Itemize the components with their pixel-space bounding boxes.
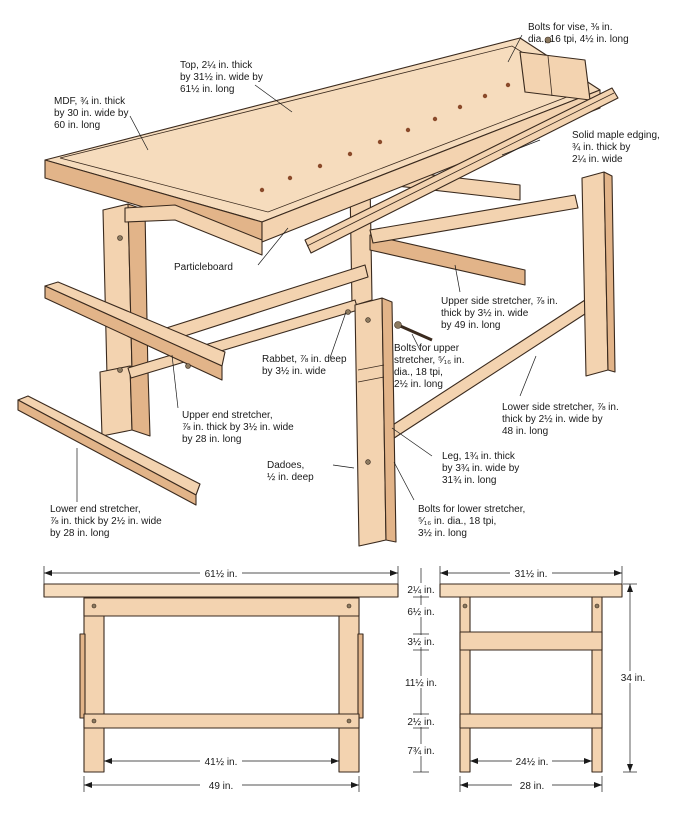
- callout-bolts-vise: Bolts for vise, ⅜ in. dia., 16 tpi, 4½ i…: [528, 22, 629, 45]
- callout-line: Particleboard: [174, 262, 233, 273]
- callout-bolts-upper: Bolts for upper stretcher, ⁵⁄₁₆ in. dia.…: [394, 343, 464, 390]
- callout-line: ⅞ in. thick by 3½ in. wide: [182, 422, 294, 433]
- callout-line: dia., 18 tpi,: [394, 367, 443, 378]
- callout-line: Dadoes,: [267, 460, 304, 471]
- dim-v-gap1: 6½ in.: [407, 607, 434, 618]
- maple-edging: [304, 87, 619, 254]
- callout-dadoes: Dadoes, ½ in. deep: [267, 460, 314, 483]
- callout-line: 3½ in. long: [418, 528, 467, 539]
- side-stretchers: [127, 194, 589, 443]
- right-rear-leg: [581, 171, 616, 377]
- dim-v-top: 2¼ in.: [407, 584, 434, 596]
- vise-bolt-head: [544, 36, 552, 44]
- callout-upper-end-stretcher: Upper end stretcher, ⅞ in. thick by 3½ i…: [182, 410, 294, 445]
- dim-side-base: 28 in.: [520, 781, 544, 792]
- leaders: [76, 34, 541, 502]
- callout-lower-end-stretcher: Lower end stretcher, ⅞ in. thick by 2½ i…: [50, 504, 162, 539]
- callout-line: Top, 2¼ in. thick: [180, 59, 253, 71]
- callout-line: 61½ in. long: [180, 84, 235, 95]
- callout-line: ½ in. deep: [267, 472, 314, 483]
- dim-front-base: 49 in.: [209, 781, 233, 792]
- callout-line: by 49 in. long: [441, 320, 501, 331]
- dim-side-inner: 24½ in.: [516, 757, 549, 768]
- callout-line: thick by 2½ in. wide by: [502, 414, 603, 425]
- callout-line: Bolts for vise, ⅜ in.: [528, 22, 612, 33]
- right-front-leg: [354, 297, 397, 547]
- callout-line: Solid maple edging,: [572, 130, 660, 141]
- callout-line: by 28 in. long: [50, 528, 110, 539]
- callout-line: Bolts for lower stretcher,: [418, 504, 525, 515]
- callout-line: Lower end stretcher,: [50, 504, 141, 515]
- dim-front-overall: 61½ in.: [205, 569, 238, 580]
- dim-side-overall: 31½ in.: [515, 569, 548, 580]
- callout-particleboard: Particleboard: [174, 262, 233, 273]
- callout-line: Leg, 1¾ in. thick: [442, 451, 516, 462]
- callout-line: Upper end stretcher,: [182, 410, 273, 421]
- callout-line: Upper side stretcher, ⅞ in.: [441, 296, 558, 307]
- dim-v-upper: 3½ in.: [407, 637, 434, 648]
- callout-line: 60 in. long: [54, 120, 100, 131]
- side-elevation: 31½ in. 34 in. 24½ in. 28 in.: [439, 566, 650, 792]
- callout-line: 2¼ in. wide: [572, 153, 623, 165]
- callout-line: Lower side stretcher, ⅞ in.: [502, 402, 619, 413]
- callout-line: 48 in. long: [502, 426, 548, 437]
- callout-rabbet: Rabbet, ⅞ in. deep by 3½ in. wide: [262, 354, 347, 377]
- callout-line: ⅞ in. thick by 2½ in. wide: [50, 516, 162, 527]
- callout-line: 2½ in. long: [394, 379, 443, 390]
- callout-bolts-lower: Bolts for lower stretcher, ⁵⁄₁₆ in. dia.…: [418, 504, 525, 539]
- callout-line: ¾ in. thick by: [572, 142, 630, 153]
- dim-v-lower: 2½ in.: [407, 717, 434, 728]
- dim-v-mid: 11½ in.: [405, 678, 437, 689]
- vise-jaw: [519, 51, 591, 101]
- callout-line: ⁵⁄₁₆ in. dia., 18 tpi,: [418, 516, 496, 527]
- loose-bolts: [185, 309, 433, 369]
- callout-top: Top, 2¼ in. thick by 31½ in. wide by 61½…: [180, 59, 263, 95]
- callout-upper-side-stretcher: Upper side stretcher, ⅞ in. thick by 3½ …: [441, 296, 558, 331]
- callout-line: by 31½ in. wide by: [180, 72, 263, 83]
- callout-line: by 28 in. long: [182, 434, 242, 445]
- callout-line: dia., 16 tpi, 4½ in. long: [528, 34, 629, 45]
- callout-line: by 30 in. wide by: [54, 108, 129, 119]
- exploded-view: Bolts for vise, ⅜ in. dia., 16 tpi, 4½ i…: [17, 22, 660, 547]
- callout-mdf: MDF, ¾ in. thick by 30 in. wide by 60 in…: [54, 96, 129, 131]
- front-elevation: 61½ in. 41½ in. 49 in.: [43, 566, 399, 792]
- dim-v-foot: 7¾ in.: [407, 746, 434, 757]
- callout-leg: Leg, 1¾ in. thick by 3¾ in. wide by 31¾ …: [442, 451, 519, 486]
- callout-line: by 3½ in. wide: [262, 366, 326, 377]
- callout-line: Rabbet, ⅞ in. deep: [262, 354, 347, 365]
- dim-height-total: 34 in.: [621, 673, 645, 684]
- workbench-top: [44, 36, 601, 243]
- callout-line: by 3¾ in. wide by: [442, 463, 519, 474]
- height-dimensions: 2¼ in. 6½ in. 3½ in. 11½ in. 2½ in. 7¾ i…: [401, 568, 441, 773]
- callout-maple-edging: Solid maple edging, ¾ in. thick by 2¼ in…: [572, 130, 660, 165]
- callout-line: 31¾ in. long: [442, 475, 497, 486]
- dim-front-inner: 41½ in.: [205, 757, 238, 768]
- callout-line: Bolts for upper: [394, 343, 460, 354]
- callout-line: stretcher, ⁵⁄₁₆ in.: [394, 355, 464, 366]
- callout-line: MDF, ¾ in. thick: [54, 96, 126, 107]
- callout-line: thick by 3½ in. wide: [441, 308, 529, 319]
- callout-lower-side-stretcher: Lower side stretcher, ⅞ in. thick by 2½ …: [502, 402, 619, 437]
